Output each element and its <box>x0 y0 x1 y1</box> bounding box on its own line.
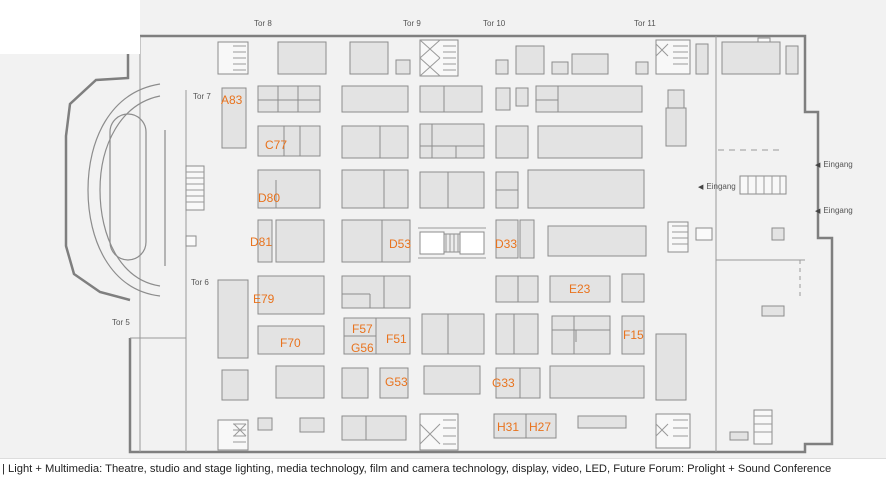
hall-inner-walls <box>130 36 805 452</box>
left-arrow-icon: ◀ <box>815 162 821 169</box>
stand-e23[interactable]: E23 <box>569 282 591 296</box>
stand-c77[interactable]: C77 <box>265 138 288 152</box>
entrance-text: Eingang <box>823 206 853 215</box>
stand-d53[interactable]: D53 <box>389 237 412 251</box>
entrance-label-1: ◀Eingang <box>815 160 853 169</box>
entrance-label-2: ◀Eingang <box>698 182 736 191</box>
gate-label-tor9: Tor 9 <box>403 19 421 28</box>
stand-d81[interactable]: D81 <box>250 235 273 249</box>
hall-floorplan <box>64 34 834 454</box>
stand-d33[interactable]: D33 <box>495 237 518 251</box>
gate-label-tor8: Tor 8 <box>254 19 272 28</box>
stand-a83[interactable]: A83 <box>221 93 243 107</box>
stand-f57[interactable]: F57 <box>352 322 373 336</box>
entrance-label-3: ◀Eingang <box>815 206 853 215</box>
left-arrow-icon: ◀ <box>815 208 821 215</box>
stand-h27[interactable]: H27 <box>529 420 552 434</box>
stand-f15[interactable]: F15 <box>623 328 644 342</box>
booths <box>217 41 799 441</box>
stand-g56[interactable]: G56 <box>351 341 374 355</box>
central-stairs <box>419 231 485 255</box>
entrance-text: Eingang <box>706 182 736 191</box>
legend-text: | Light + Multimedia: Theatre, studio an… <box>2 463 832 475</box>
stand-g33[interactable]: G33 <box>492 376 515 390</box>
gate-label-tor7: Tor 7 <box>193 92 211 101</box>
stand-f70[interactable]: F70 <box>280 336 301 350</box>
hall-map: Tor 8 Tor 9 Tor 10 Tor 11 Tor 7 Tor 6 To… <box>0 0 886 458</box>
overview-corner-card <box>0 0 140 54</box>
gate-label-tor5: Tor 5 <box>112 318 130 327</box>
stand-h31[interactable]: H31 <box>497 420 520 434</box>
entrance-text: Eingang <box>823 160 853 169</box>
stand-d80[interactable]: D80 <box>258 191 281 205</box>
gate-label-tor10: Tor 10 <box>483 19 506 28</box>
stand-g53[interactable]: G53 <box>385 375 408 389</box>
legend-bar: | Light + Multimedia: Theatre, studio an… <box>0 458 886 481</box>
stand-e79[interactable]: E79 <box>253 292 275 306</box>
gate-label-tor11: Tor 11 <box>634 19 656 28</box>
hall-walls <box>64 34 834 454</box>
gate-label-tor6: Tor 6 <box>191 278 209 287</box>
booth-subdivisions <box>258 86 610 440</box>
left-arrow-icon: ◀ <box>698 184 704 191</box>
arena <box>87 83 166 297</box>
stand-f51[interactable]: F51 <box>386 332 407 346</box>
